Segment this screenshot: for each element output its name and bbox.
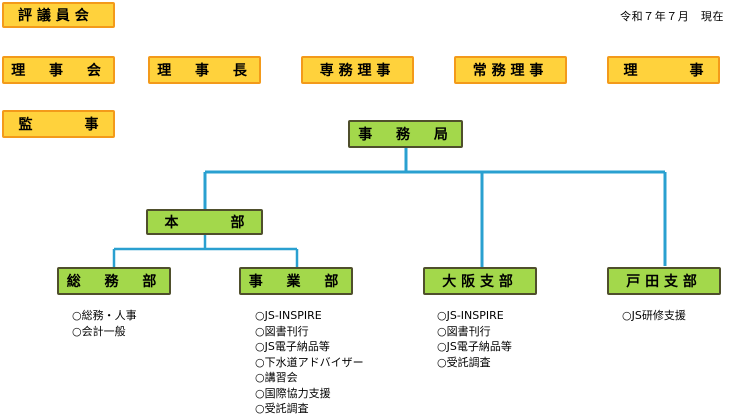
toda-duties: ○JS研修支援	[622, 308, 686, 324]
directors-board-box: 理 事 会	[2, 56, 115, 84]
auditor-label-1: 監	[18, 117, 33, 133]
director-label-2: 事	[689, 63, 704, 79]
date-label: 令和７年７月 現在	[620, 10, 724, 23]
osaka-branch-box: 大阪支部	[423, 267, 537, 295]
business-box: 事 業 部	[239, 267, 353, 295]
list-item: ○JS研修支援	[622, 309, 686, 322]
list-item: ○JS-INSPIRE	[255, 309, 322, 322]
list-item: ○受託調査	[437, 355, 491, 369]
list-item: ○会計一般	[72, 324, 126, 338]
list-item: ○JS-INSPIRE	[437, 309, 504, 322]
list-item: ○図書刊行	[437, 324, 491, 338]
director-box: 理 事	[607, 56, 720, 84]
general-affairs-box: 総 務 部	[57, 267, 171, 295]
headquarters-label-1: 本	[164, 215, 179, 231]
list-item: ○JS電子納品等	[255, 340, 330, 353]
list-item: ○図書刊行	[255, 324, 309, 338]
auditor-box: 監 事	[2, 110, 115, 138]
headquarters-box: 本 部	[146, 209, 263, 235]
toda-branch-box: 戸田支部	[607, 267, 721, 295]
list-item: ○国際協力支援	[255, 386, 331, 400]
list-item: ○JS電子納品等	[437, 340, 512, 353]
list-item: ○下水道アドバイザー	[255, 355, 364, 369]
director-label-1: 理	[623, 63, 638, 79]
headquarters-label-2: 部	[230, 215, 245, 231]
managing-director-box: 常務理事	[454, 56, 567, 84]
chairman-box: 理 事 長	[148, 56, 261, 84]
list-item: ○総務・人事	[72, 309, 137, 322]
secretariat-box: 事 務 局	[348, 120, 463, 148]
councilors-box: 評議員会	[2, 2, 115, 28]
list-item: ○受託調査	[255, 402, 309, 415]
list-item: ○講習会	[255, 371, 298, 384]
general-affairs-duties: ○総務・人事 ○会計一般	[72, 308, 137, 339]
executive-director-box: 専務理事	[301, 56, 414, 84]
osaka-duties: ○JS-INSPIRE ○図書刊行 ○JS電子納品等 ○受託調査	[437, 308, 512, 370]
business-duties: ○JS-INSPIRE ○図書刊行 ○JS電子納品等 ○下水道アドバイザー ○講…	[255, 308, 364, 417]
auditor-label-2: 事	[84, 117, 99, 133]
